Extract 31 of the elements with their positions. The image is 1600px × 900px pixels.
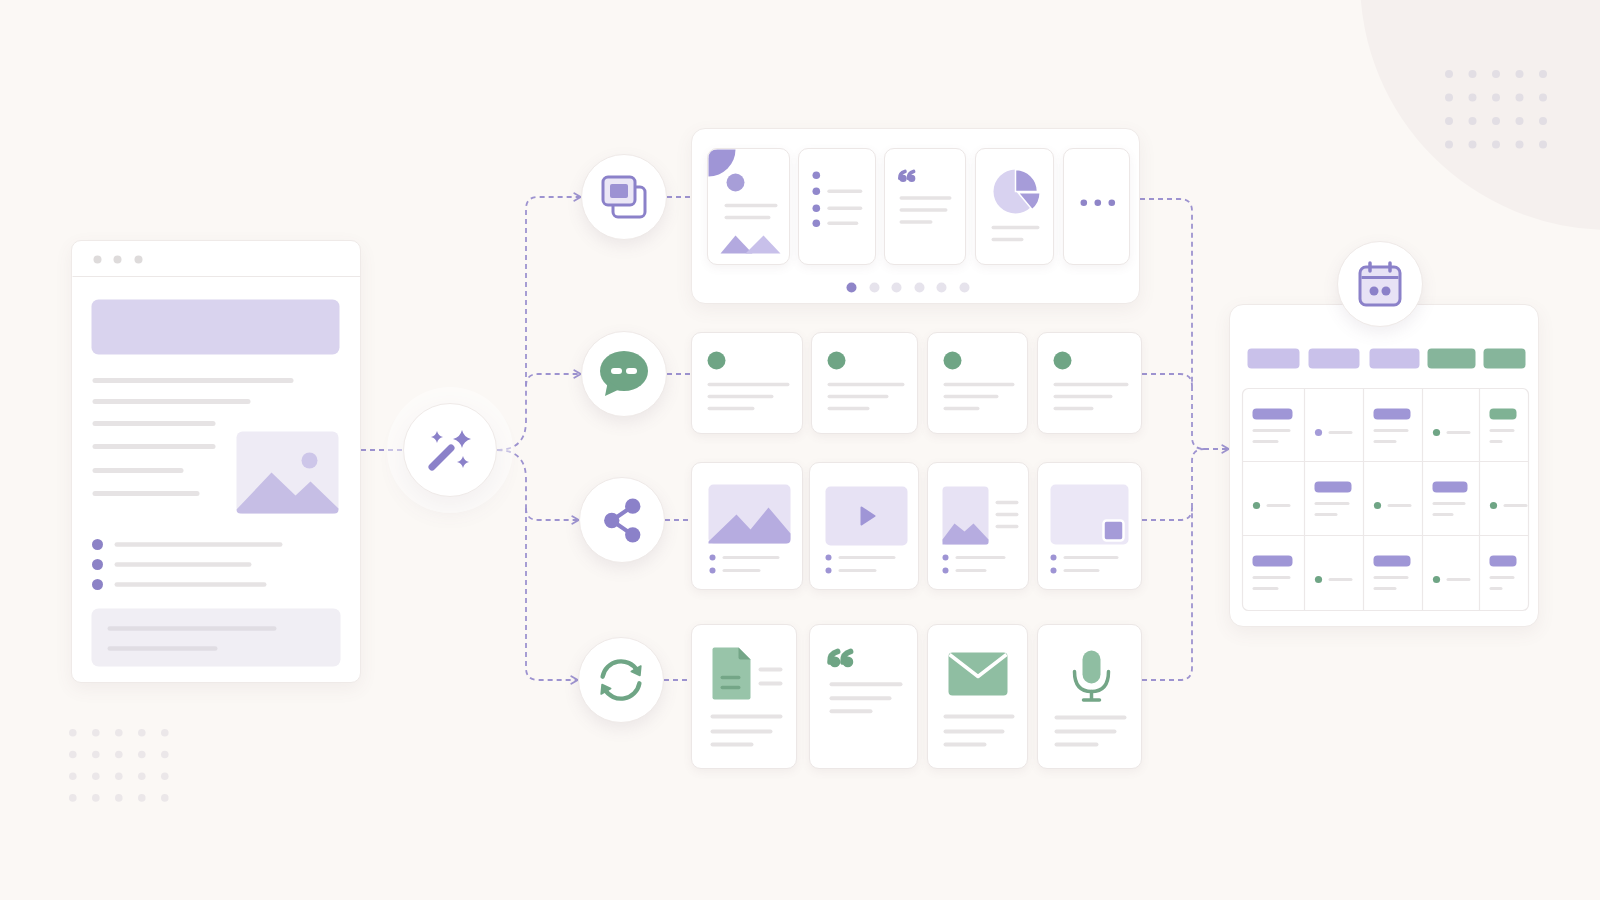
content-card [1037, 332, 1142, 434]
dashed-line [666, 373, 692, 375]
content-card [884, 148, 966, 265]
dashed-arrow [1203, 444, 1230, 454]
dashed-line [1141, 373, 1193, 387]
content-card [809, 624, 918, 769]
dashed-line [1141, 507, 1193, 681]
content-card [691, 624, 797, 769]
content-card [707, 148, 790, 265]
content-card [809, 462, 919, 590]
icon-circle [403, 403, 497, 497]
content-card [927, 624, 1028, 769]
dashed-line [496, 449, 527, 509]
content-card [811, 332, 918, 434]
content-card [1037, 624, 1142, 769]
content-card [975, 148, 1054, 265]
dashed-arrow [525, 369, 582, 387]
dashed-line [666, 196, 692, 198]
content-card [927, 332, 1028, 434]
content-card [798, 148, 876, 265]
dashed-line [1191, 448, 1205, 509]
dashed-arrow [525, 507, 579, 685]
dashed-line [1141, 507, 1193, 521]
content-card [927, 462, 1029, 590]
content-card [691, 462, 803, 590]
content-card [1037, 462, 1142, 590]
dashed-line [360, 449, 404, 451]
calendar-panel [1229, 304, 1539, 627]
content-card [691, 332, 803, 434]
content-card [1063, 148, 1130, 265]
carousel-panel [691, 128, 1140, 304]
